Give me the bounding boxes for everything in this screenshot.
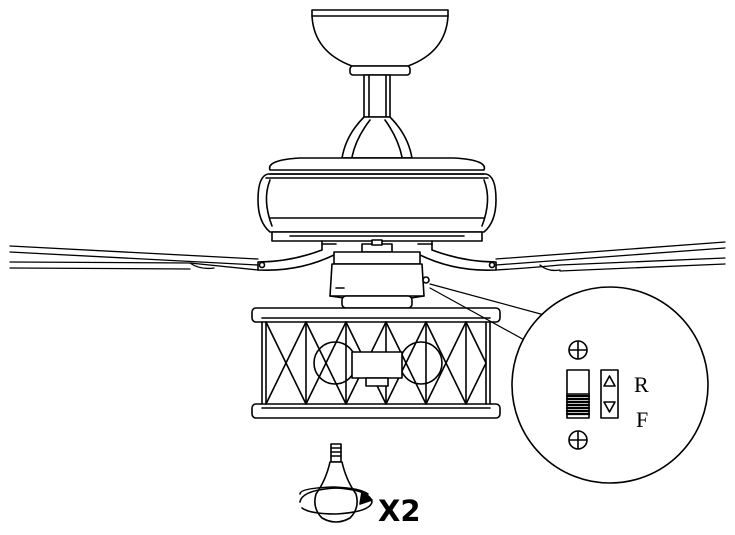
rotate-arrow-icon <box>299 486 373 515</box>
light-kit-cage-icon <box>251 307 501 419</box>
motor-collar-icon <box>341 116 413 159</box>
ceiling-canopy-icon <box>311 9 449 76</box>
fan-blade-icon <box>9 241 726 272</box>
light-bulb-icon <box>314 443 358 523</box>
slide-switch-icon[interactable] <box>565 369 591 419</box>
bulb-quantity-label: X2 <box>378 494 421 528</box>
blade-bracket-icon <box>257 240 497 271</box>
reverse-label: R <box>634 372 649 397</box>
forward-label: F <box>636 407 648 432</box>
fan-motor-housing-icon <box>257 157 497 242</box>
callout-leader-icon <box>429 283 549 343</box>
direction-arrows-icon <box>600 369 619 419</box>
downrod-icon <box>363 74 391 118</box>
switch-housing-icon <box>329 239 430 309</box>
phillips-screw-icon <box>568 430 588 450</box>
phillips-screw-icon <box>568 340 588 360</box>
